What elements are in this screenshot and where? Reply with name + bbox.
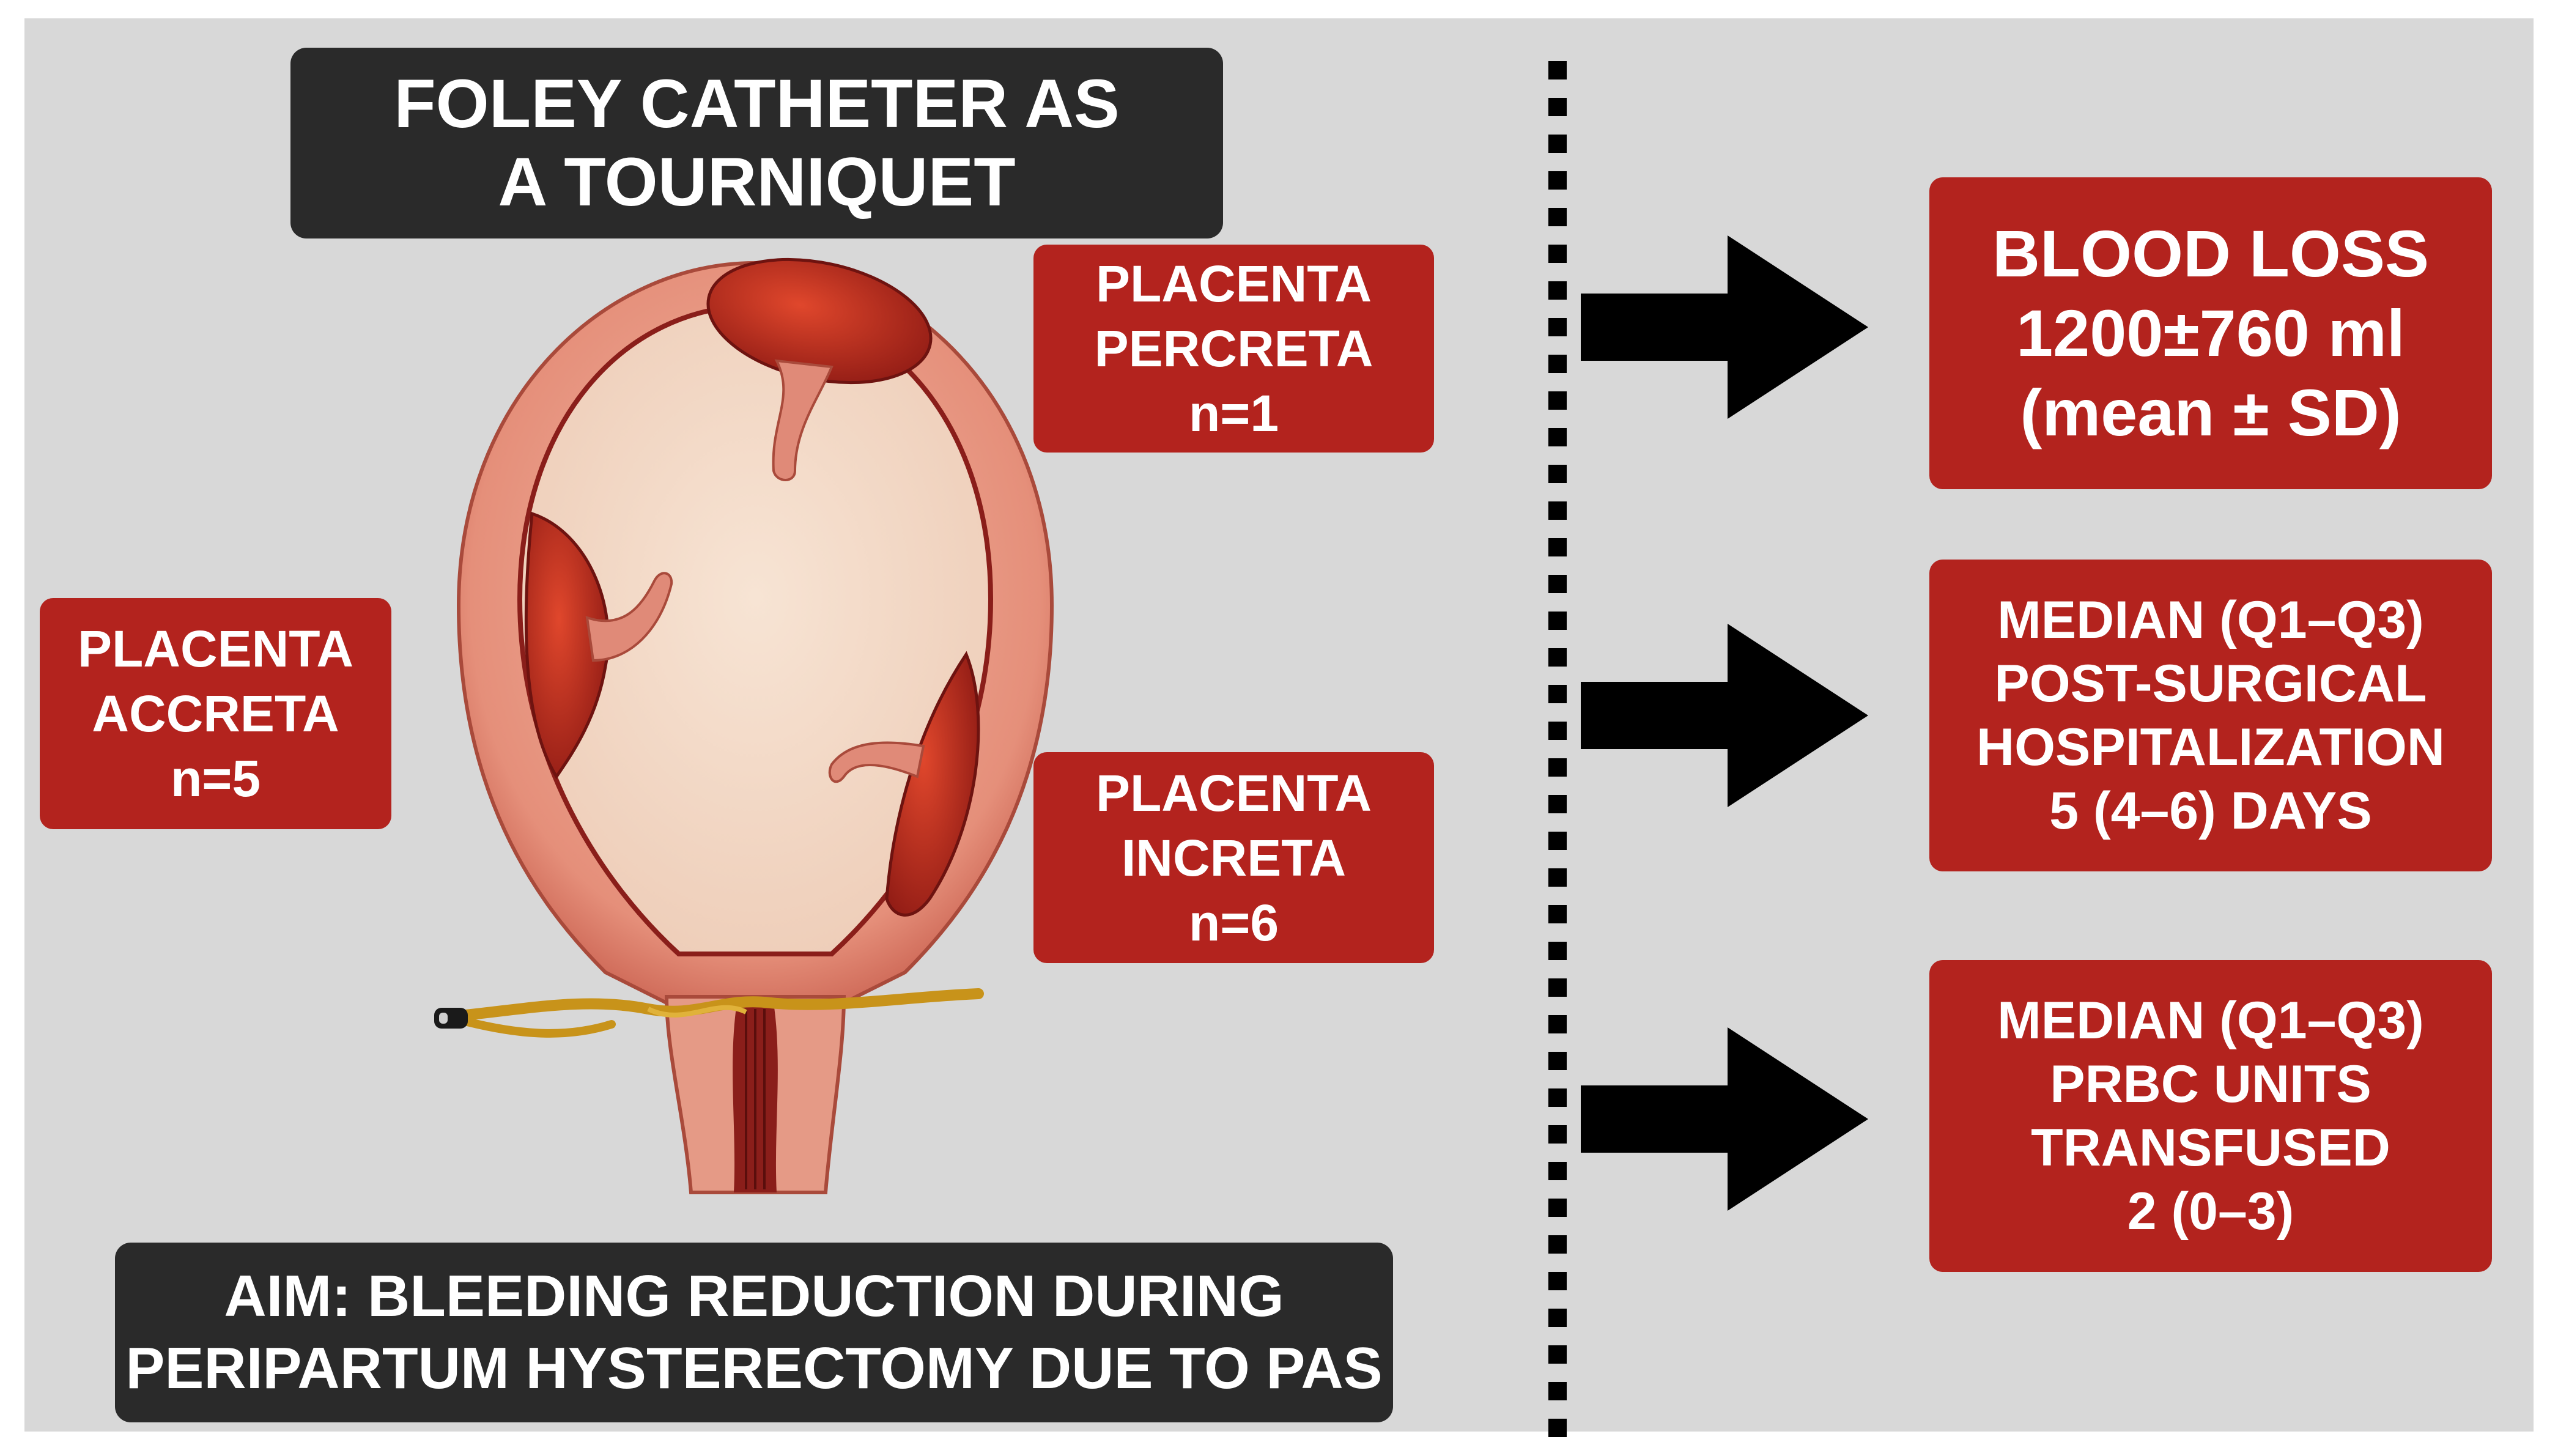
aim-box: AIM: BLEEDING REDUCTION DURING PERIPARTU…	[115, 1243, 1393, 1422]
prbc-box: MEDIAN (Q1–Q3) PRBC UNITS TRANSFUSED 2 (…	[1929, 960, 2492, 1272]
blood-loss-box: BLOOD LOSS 1200±760 ml (mean ± SD)	[1929, 177, 2492, 489]
placenta-percreta-count: n=1	[1188, 385, 1279, 442]
blood-loss-label: BLOOD LOSS	[1992, 216, 2430, 290]
hospitalization-line-2: POST-SURGICAL	[1994, 654, 2427, 713]
foley-catheter-icon	[434, 988, 984, 1038]
prbc-line-3: TRANSFUSED	[2031, 1118, 2390, 1177]
blood-loss-value: 1200±760 ml	[2016, 296, 2405, 370]
placenta-increta-line-2: INCRETA	[1121, 829, 1347, 887]
title-line-2: A TOURNIQUET	[498, 144, 1016, 220]
placenta-accreta-line-1: PLACENTA	[77, 620, 354, 678]
aim-line-2: PERIPARTUM HYSTERECTOMY DUE TO PAS	[125, 1336, 1383, 1401]
title-line-1: FOLEY CATHETER AS	[394, 65, 1120, 142]
uterus-illustration-icon	[456, 257, 1054, 1194]
right-arrow-icon	[1581, 1027, 1868, 1211]
hospitalization-value: 5 (4–6) DAYS	[2049, 782, 2372, 840]
placenta-accreta-line-2: ACCRETA	[92, 685, 339, 742]
prbc-line-2: PRBC UNITS	[2050, 1055, 2371, 1114]
hospitalization-box: MEDIAN (Q1–Q3) POST-SURGICAL HOSPITALIZA…	[1929, 560, 2492, 871]
blood-loss-stat: (mean ± SD)	[2020, 375, 2401, 449]
infographic-canvas: FOLEY CATHETER AS A TOURNIQUET	[24, 18, 2534, 1437]
title-box: FOLEY CATHETER AS A TOURNIQUET	[290, 48, 1223, 238]
placenta-accreta-count: n=5	[170, 750, 261, 807]
hospitalization-line-3: HOSPITALIZATION	[1976, 718, 2445, 777]
placenta-accreta-box: PLACENTA ACCRETA n=5	[40, 598, 391, 829]
placenta-percreta-box: PLACENTA PERCRETA n=1	[1033, 245, 1434, 453]
prbc-value: 2 (0–3)	[2127, 1182, 2294, 1241]
aim-line-1: AIM: BLEEDING REDUCTION DURING	[224, 1263, 1284, 1329]
placenta-increta-line-1: PLACENTA	[1095, 764, 1372, 822]
prbc-line-1: MEDIAN (Q1–Q3)	[1997, 991, 2424, 1050]
placenta-increta-count: n=6	[1188, 893, 1279, 952]
placenta-percreta-line-2: PERCRETA	[1094, 320, 1373, 377]
hospitalization-line-1: MEDIAN (Q1–Q3)	[1997, 591, 2424, 649]
placenta-increta-box: PLACENTA INCRETA n=6	[1033, 752, 1434, 963]
placenta-percreta-line-1: PLACENTA	[1095, 255, 1372, 312]
right-arrow-icon	[1581, 235, 1868, 419]
right-arrow-icon	[1581, 624, 1868, 807]
dotted-divider	[1548, 61, 1567, 1437]
